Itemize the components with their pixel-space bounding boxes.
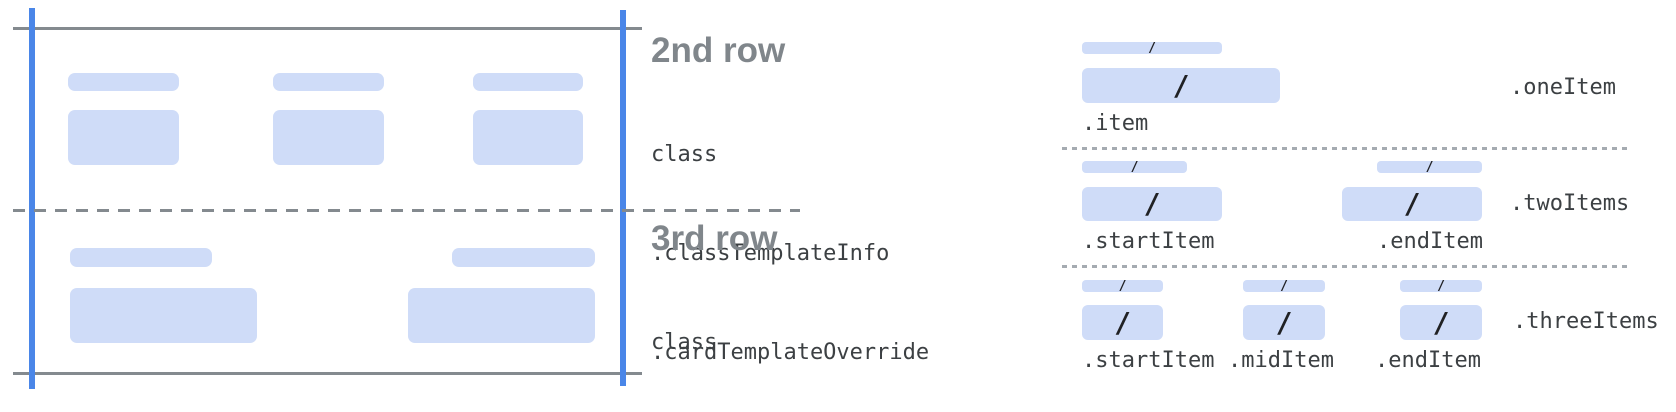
twoitems-startitem-label: .startItem (1082, 229, 1215, 254)
threeitems-startitem-label: .startItem (1082, 348, 1215, 373)
layout-divider-dotted-line (1062, 265, 1632, 268)
threeitems-enditem-large-bar: / (1400, 305, 1482, 340)
row3-end-value-placeholder (408, 288, 595, 343)
slash-separator-icon: / (1172, 68, 1190, 102)
slash-separator-icon: / (1130, 159, 1139, 175)
row2-col2-value-placeholder (273, 110, 384, 165)
threeitems-startitem-small-bar: / (1082, 278, 1163, 294)
oneitem-item-large-bar: / (1082, 68, 1280, 103)
twoitems-enditem-large-bar: / (1342, 187, 1482, 221)
slash-separator-icon: / (1148, 40, 1156, 56)
row-divider-dashed-line (13, 209, 800, 212)
oneitem-item-small-bar: / (1082, 40, 1222, 56)
threeitems-miditem-large-bar: / (1243, 305, 1325, 340)
slash-separator-icon: / (1114, 305, 1131, 339)
threeitems-startitem-large-bar: / (1082, 305, 1163, 340)
code-line: .classTemplateInfo (651, 241, 890, 266)
twoitems-startitem-small-bar: / (1082, 159, 1187, 175)
twoitems-startitem-large-bar: / (1082, 187, 1222, 221)
row2-col3-label-placeholder (473, 73, 583, 91)
code-line: class (651, 330, 718, 355)
card-left-guide-line (29, 8, 35, 389)
slash-separator-icon: / (1432, 305, 1450, 339)
slash-separator-icon: / (1437, 278, 1445, 294)
code-line: class (651, 142, 718, 167)
card-right-guide-line (620, 10, 626, 386)
slash-separator-icon: / (1403, 187, 1421, 220)
row3-code-path: class .classTemplateInfo .cardTemplateOv… (651, 260, 969, 412)
threeitems-miditem-label: .midItem (1228, 348, 1334, 373)
oneitem-item-label: .item (1082, 111, 1149, 136)
row2-col1-value-placeholder (68, 110, 179, 165)
threeitems-enditem-label: .endItem (1375, 348, 1481, 373)
row2-col1-label-placeholder (68, 73, 179, 91)
threeitems-enditem-small-bar: / (1400, 278, 1482, 294)
twoitems-enditem-label: .endItem (1377, 229, 1483, 254)
twoitems-layout-name: .twoItems (1510, 191, 1630, 216)
row2-code-path: class .classTemplateInfo .cardTemplateOv… (651, 72, 969, 412)
row3-heading: 3rd row (651, 219, 778, 258)
slash-separator-icon: / (1280, 278, 1288, 294)
twoitems-enditem-small-bar: / (1377, 159, 1482, 175)
oneitem-layout-name: .oneItem (1510, 75, 1616, 100)
slash-separator-icon: / (1425, 159, 1434, 175)
row3-start-value-placeholder (70, 288, 257, 343)
code-line: .cardTemplateOverride (651, 340, 930, 365)
row2-heading: 2nd row (651, 31, 786, 70)
row2-col2-label-placeholder (273, 73, 384, 91)
row3-end-label-placeholder (452, 248, 595, 267)
threeitems-layout-name: .threeItems (1513, 309, 1659, 334)
slash-separator-icon: / (1275, 305, 1293, 339)
slash-separator-icon: / (1118, 278, 1127, 294)
threeitems-miditem-small-bar: / (1243, 278, 1325, 294)
layout-divider-dotted-line (1062, 147, 1632, 150)
card-top-guide-line (13, 27, 642, 30)
card-bottom-guide-line (13, 372, 642, 375)
row2-col3-value-placeholder (473, 110, 583, 165)
row3-start-label-placeholder (70, 248, 212, 267)
slash-separator-icon: / (1143, 187, 1161, 220)
